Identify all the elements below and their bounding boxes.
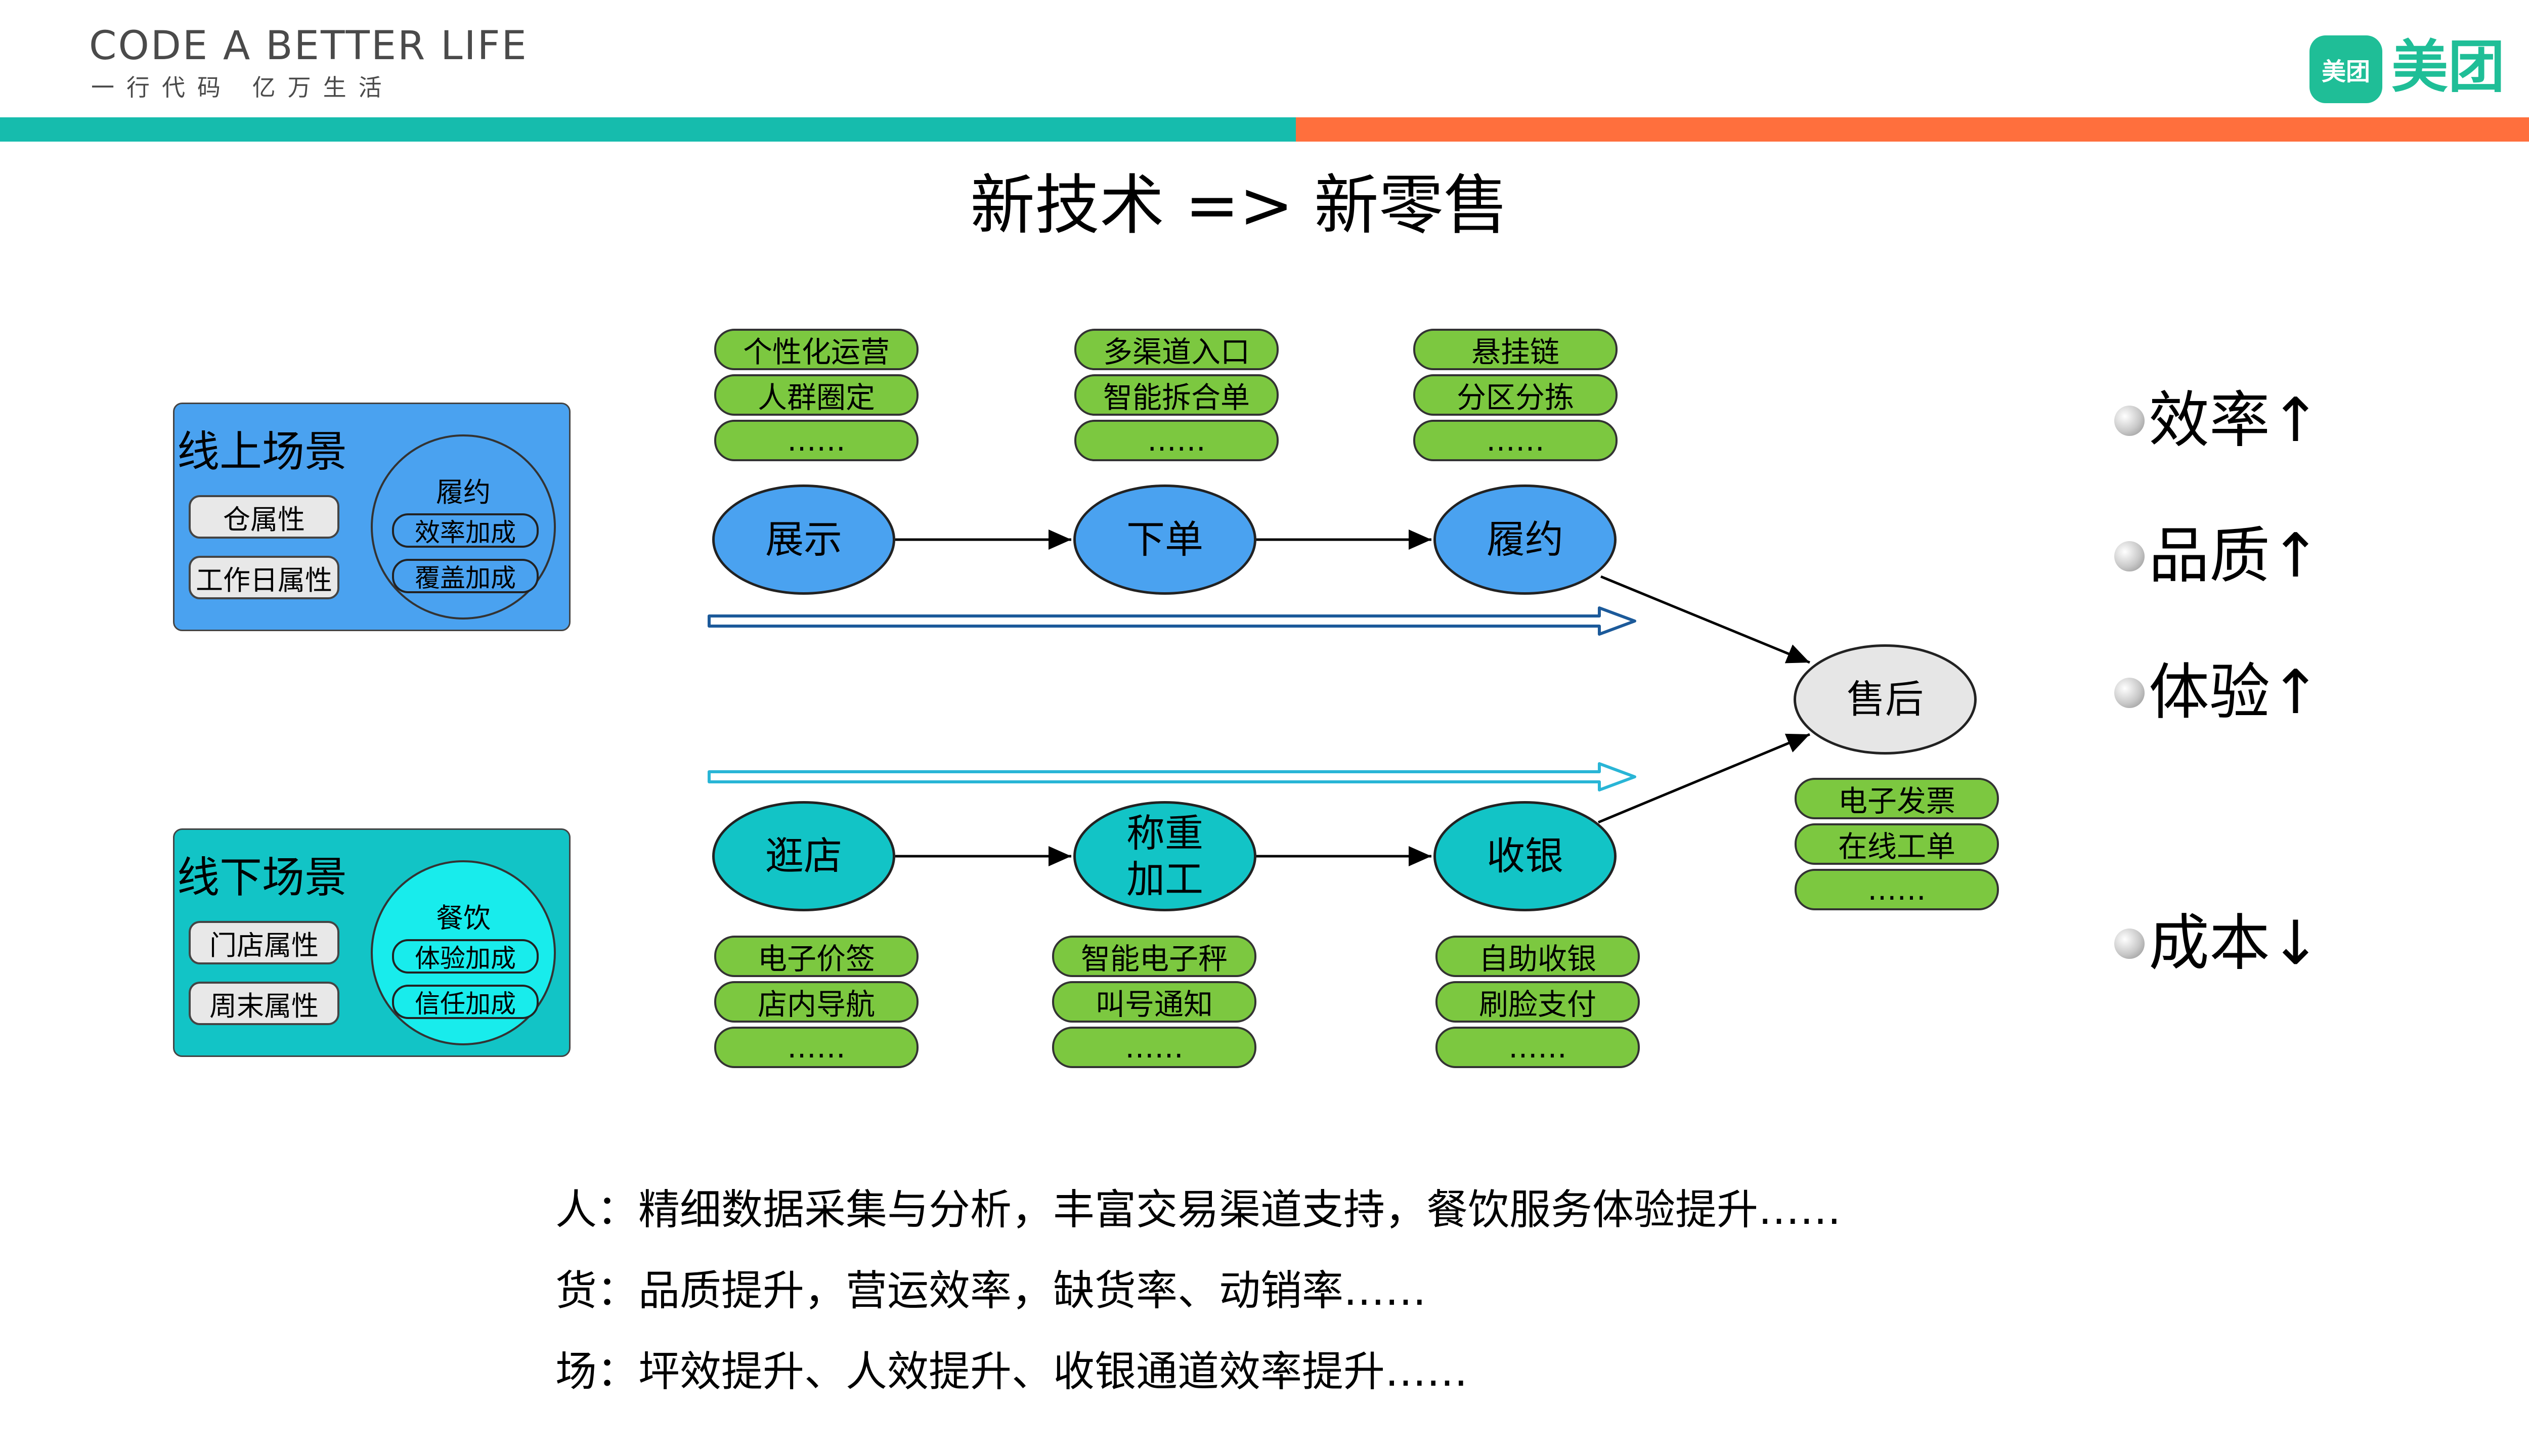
node-display: 展示 (712, 484, 895, 595)
experience-bonus: 体验加成 (392, 939, 539, 974)
feature-self-checkout: 自助收银 (1435, 936, 1640, 977)
feature-more: …… (1413, 420, 1618, 461)
feature-e-invoice: 电子发票 (1795, 778, 1999, 819)
brand-slogan: CODE A BETTER LIFE (89, 23, 528, 69)
feature-queue-notification: 叫号通知 (1052, 981, 1256, 1023)
arrow-checkout-to-aftersale (1598, 733, 1810, 824)
bullet-icon (2114, 929, 2145, 959)
bullet-icon (2114, 678, 2145, 708)
metric-cost-text: 成本↓ (2149, 908, 2321, 979)
feature-more: …… (714, 420, 919, 461)
feature-multichannel-entry: 多渠道入口 (1074, 329, 1279, 370)
node-weigh-process: 称重 加工 (1073, 801, 1256, 911)
feature-online-ticket: 在线工单 (1795, 823, 1999, 865)
feature-more: …… (1074, 420, 1279, 461)
slide-title: 新技术 => 新零售 (970, 168, 1508, 243)
feature-hanging-chain: 悬挂链 (1413, 329, 1618, 370)
feature-more: …… (1435, 1027, 1640, 1068)
node-after-sale: 售后 (1794, 644, 1977, 755)
feature-more: …… (1795, 869, 1999, 910)
summary-people: 人：精细数据采集与分析，丰富交易渠道支持，餐饮服务体验提升…… (555, 1186, 1842, 1234)
meituan-logo-text: 美团 (2391, 34, 2505, 100)
offline-scene-panel: 线下场景 门店属性 周末属性 餐饮 体验加成 信任加成 (173, 828, 571, 1057)
bullet-icon (2114, 541, 2145, 571)
feature-in-store-navigation: 店内导航 (714, 981, 919, 1023)
summary-goods: 货：品质提升，营运效率，缺货率、动销率…… (555, 1267, 1427, 1315)
feature-zone-sorting: 分区分拣 (1413, 374, 1618, 416)
metric-efficiency: 效率↑ (2114, 390, 2321, 451)
node-fulfillment: 履约 (1433, 484, 1617, 595)
store-attribute: 门店属性 (189, 921, 339, 964)
meituan-logo-icon: 美团 (2309, 35, 2382, 103)
header-bar-teal (0, 117, 1296, 142)
feature-personalized-ops: 个性化运营 (714, 329, 919, 370)
feature-electronic-price-tag: 电子价签 (714, 936, 919, 977)
trust-bonus: 信任加成 (392, 985, 539, 1019)
flow-arrow-online (708, 606, 1636, 636)
feature-more: …… (1052, 1027, 1256, 1068)
dining-circle: 餐饮 体验加成 信任加成 (371, 860, 556, 1045)
feature-face-payment: 刷脸支付 (1435, 981, 1640, 1023)
metric-efficiency-text: 效率↑ (2149, 385, 2321, 456)
fulfillment-circle: 履约 效率加成 覆盖加成 (371, 434, 556, 620)
metric-quality: 品质↑ (2114, 526, 2321, 587)
node-place-order: 下单 (1073, 484, 1256, 595)
header-bar-orange (1296, 117, 2529, 142)
feature-crowd-targeting: 人群圈定 (714, 374, 919, 416)
metric-experience: 体验↑ (2114, 663, 2321, 723)
flow-arrow-offline (708, 762, 1636, 791)
bullet-icon (2114, 406, 2145, 436)
dining-circle-title: 餐饮 (436, 902, 491, 934)
metric-quality-text: 品质↑ (2149, 521, 2321, 591)
feature-more: …… (714, 1027, 919, 1068)
brand-slogan-chinese: 一行代码 亿万生活 (91, 74, 394, 101)
weekend-attribute: 周末属性 (189, 982, 339, 1025)
warehouse-attribute: 仓属性 (189, 495, 339, 539)
arrow-fulfill-to-aftersale (1600, 575, 1810, 664)
node-checkout: 收银 (1433, 801, 1617, 911)
metric-cost: 成本↓ (2114, 913, 2321, 974)
online-scene-panel: 线上场景 仓属性 工作日属性 履约 效率加成 覆盖加成 (173, 403, 571, 631)
node-store-browsing: 逛店 (712, 801, 895, 911)
online-scene-title: 线上场景 (177, 427, 347, 476)
weekday-attribute: 工作日属性 (189, 556, 339, 599)
metric-experience-text: 体验↑ (2149, 657, 2321, 728)
summary-venue: 场：坪效提升、人效提升、收银通道效率提升…… (555, 1348, 1468, 1396)
feature-smart-scale: 智能电子秤 (1052, 936, 1256, 977)
offline-scene-title: 线下场景 (177, 853, 347, 902)
efficiency-bonus: 效率加成 (392, 513, 539, 548)
fulfillment-circle-title: 履约 (436, 476, 491, 508)
coverage-bonus: 覆盖加成 (392, 559, 539, 593)
feature-smart-order-split: 智能拆合单 (1074, 374, 1279, 416)
